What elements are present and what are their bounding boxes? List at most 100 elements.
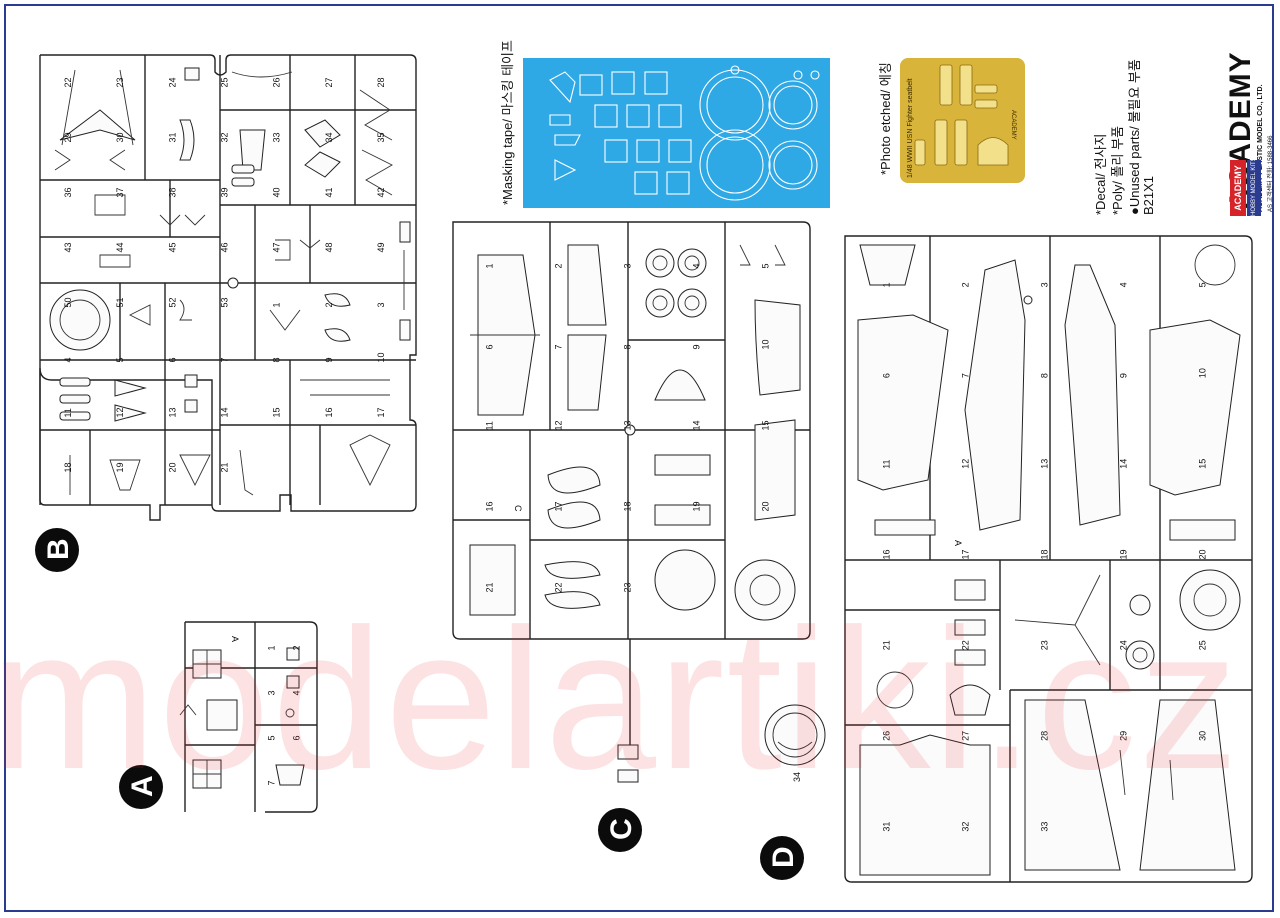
part-number-b-28: 28	[376, 77, 386, 87]
part-number-b-36: 36	[63, 187, 73, 197]
part-number-b-12: 12	[115, 407, 125, 417]
part-number-b-8: 8	[272, 357, 282, 362]
part-number-b-44: 44	[115, 242, 125, 252]
part-number-b-39: 39	[220, 187, 230, 197]
part-number-b-26: 26	[272, 77, 282, 87]
part-number-c-6: 6	[485, 344, 495, 349]
part-number-a-4: 4	[292, 690, 302, 695]
part-number-b-7: 7	[220, 357, 230, 362]
part-number-c-5: 5	[761, 263, 771, 268]
part-number-b-31: 31	[167, 132, 177, 142]
part-number-b-50: 50	[63, 297, 73, 307]
part-number-b-49: 49	[376, 242, 386, 252]
part-number-c-10: 10	[761, 339, 771, 349]
part-number-b-24: 24	[167, 77, 177, 87]
part-number-b-32: 32	[220, 132, 230, 142]
part-number-d-5: 5	[1198, 282, 1208, 287]
part-number-b-43: 43	[63, 242, 73, 252]
part-number-c-21: 21	[485, 582, 495, 592]
part-number-d-8: 8	[1040, 373, 1050, 378]
part-number-d-29: 29	[1119, 731, 1129, 741]
part-number-b-6: 6	[167, 357, 177, 362]
brand-tag-right: HOBBY MODEL KITS	[1247, 157, 1261, 216]
part-number-b-19: 19	[115, 462, 125, 472]
part-number-c-15: 15	[761, 420, 771, 430]
part-number-b-45: 45	[167, 242, 177, 252]
part-number-d-21: 21	[882, 640, 892, 650]
part-number-b-48: 48	[324, 242, 334, 252]
part-number-c-12: 12	[554, 420, 564, 430]
part-number-b-15: 15	[272, 407, 282, 417]
pe-caption: 1/48 WWII USN Fighter seatbelt	[907, 78, 914, 178]
part-number-b-37: 37	[115, 187, 125, 197]
sprue-badge-d-label: D	[767, 846, 800, 868]
pe-brand: ACADEMY	[1010, 110, 1016, 140]
part-number-d-7: 7	[961, 373, 971, 378]
part-number-d-23: 23	[1040, 640, 1050, 650]
part-number-d-12: 12	[961, 459, 971, 469]
sprue-b	[39, 54, 417, 521]
part-number-d-15: 15	[1198, 459, 1208, 469]
part-number-b-42: 42	[376, 187, 386, 197]
part-number-d-27: 27	[961, 731, 971, 741]
part-number-c-17: 17	[554, 501, 564, 511]
part-number-b-30: 30	[115, 132, 125, 142]
part-number-d-26: 26	[882, 731, 892, 741]
part-number-b-17: 17	[376, 407, 386, 417]
part-number-d-20: 20	[1198, 549, 1208, 559]
part-number-b-52: 52	[167, 297, 177, 307]
part-number-a-3: 3	[267, 690, 277, 695]
masking-tape-label: *Masking tape/ 마스킹 테이프	[500, 40, 515, 205]
sprue-c	[452, 221, 811, 783]
masking-tape-sheet	[523, 58, 830, 208]
part-number-d-10: 10	[1198, 368, 1208, 378]
part-number-c-2: 2	[554, 263, 564, 268]
part-number-c-11: 11	[485, 421, 495, 430]
part-number-b-47: 47	[272, 242, 282, 252]
sprue-badge-b: B	[35, 528, 79, 572]
part-number-d-14: 14	[1119, 459, 1129, 469]
part-number-c-16: 16	[485, 501, 495, 511]
part-number-c-22: 22	[554, 582, 564, 592]
part-number-c-7: 7	[554, 344, 564, 349]
part-number-b-4: 4	[63, 357, 73, 362]
part-number-b-20: 20	[167, 462, 177, 472]
part-number-c-1: 1	[485, 263, 495, 268]
part-number-b-33: 33	[272, 132, 282, 142]
part-number-d-30: 30	[1198, 731, 1208, 741]
brand-address: AS 고객센터 전화: 1588-3466	[1268, 135, 1274, 213]
part-number-d-16: 16	[882, 549, 892, 559]
standalone-part-number: 34	[792, 772, 802, 782]
sprue-badge-c: C	[598, 808, 642, 852]
part-number-a-2: 2	[292, 645, 302, 650]
sprue-d	[844, 235, 1253, 883]
sprue-c-tag: C	[513, 505, 523, 512]
unused-parts-code: B21X1	[1141, 175, 1156, 215]
sprue-badge-b-label: B	[42, 538, 75, 560]
part-number-b-13: 13	[167, 407, 177, 417]
part-number-c-18: 18	[623, 501, 633, 511]
sprue-badge-c-label: C	[605, 818, 638, 840]
part-number-d-32: 32	[961, 822, 971, 832]
part-number-a-1: 1	[267, 645, 277, 650]
part-number-b-5: 5	[115, 357, 125, 362]
part-number-c-19: 19	[692, 501, 702, 511]
sprue-a-tag: A	[230, 636, 240, 642]
part-number-b-21: 21	[220, 462, 230, 472]
part-number-b-27: 27	[324, 77, 334, 87]
part-number-d-19: 19	[1119, 549, 1129, 559]
part-number-b-18: 18	[63, 462, 73, 472]
part-number-b-22: 22	[63, 77, 73, 87]
part-number-d-3: 3	[1040, 282, 1050, 287]
part-number-d-31: 31	[882, 822, 892, 832]
part-number-b-2: 2	[324, 302, 334, 307]
part-number-c-14: 14	[692, 420, 702, 430]
brand-tag: ACADEMY HOBBY MODEL KITS	[1228, 157, 1264, 216]
part-number-d-2: 2	[961, 282, 971, 287]
part-number-b-10: 10	[376, 352, 386, 362]
part-number-d-6: 6	[882, 373, 892, 378]
sprue-badge-a-label: A	[126, 775, 159, 797]
part-number-c-20: 20	[761, 501, 771, 511]
